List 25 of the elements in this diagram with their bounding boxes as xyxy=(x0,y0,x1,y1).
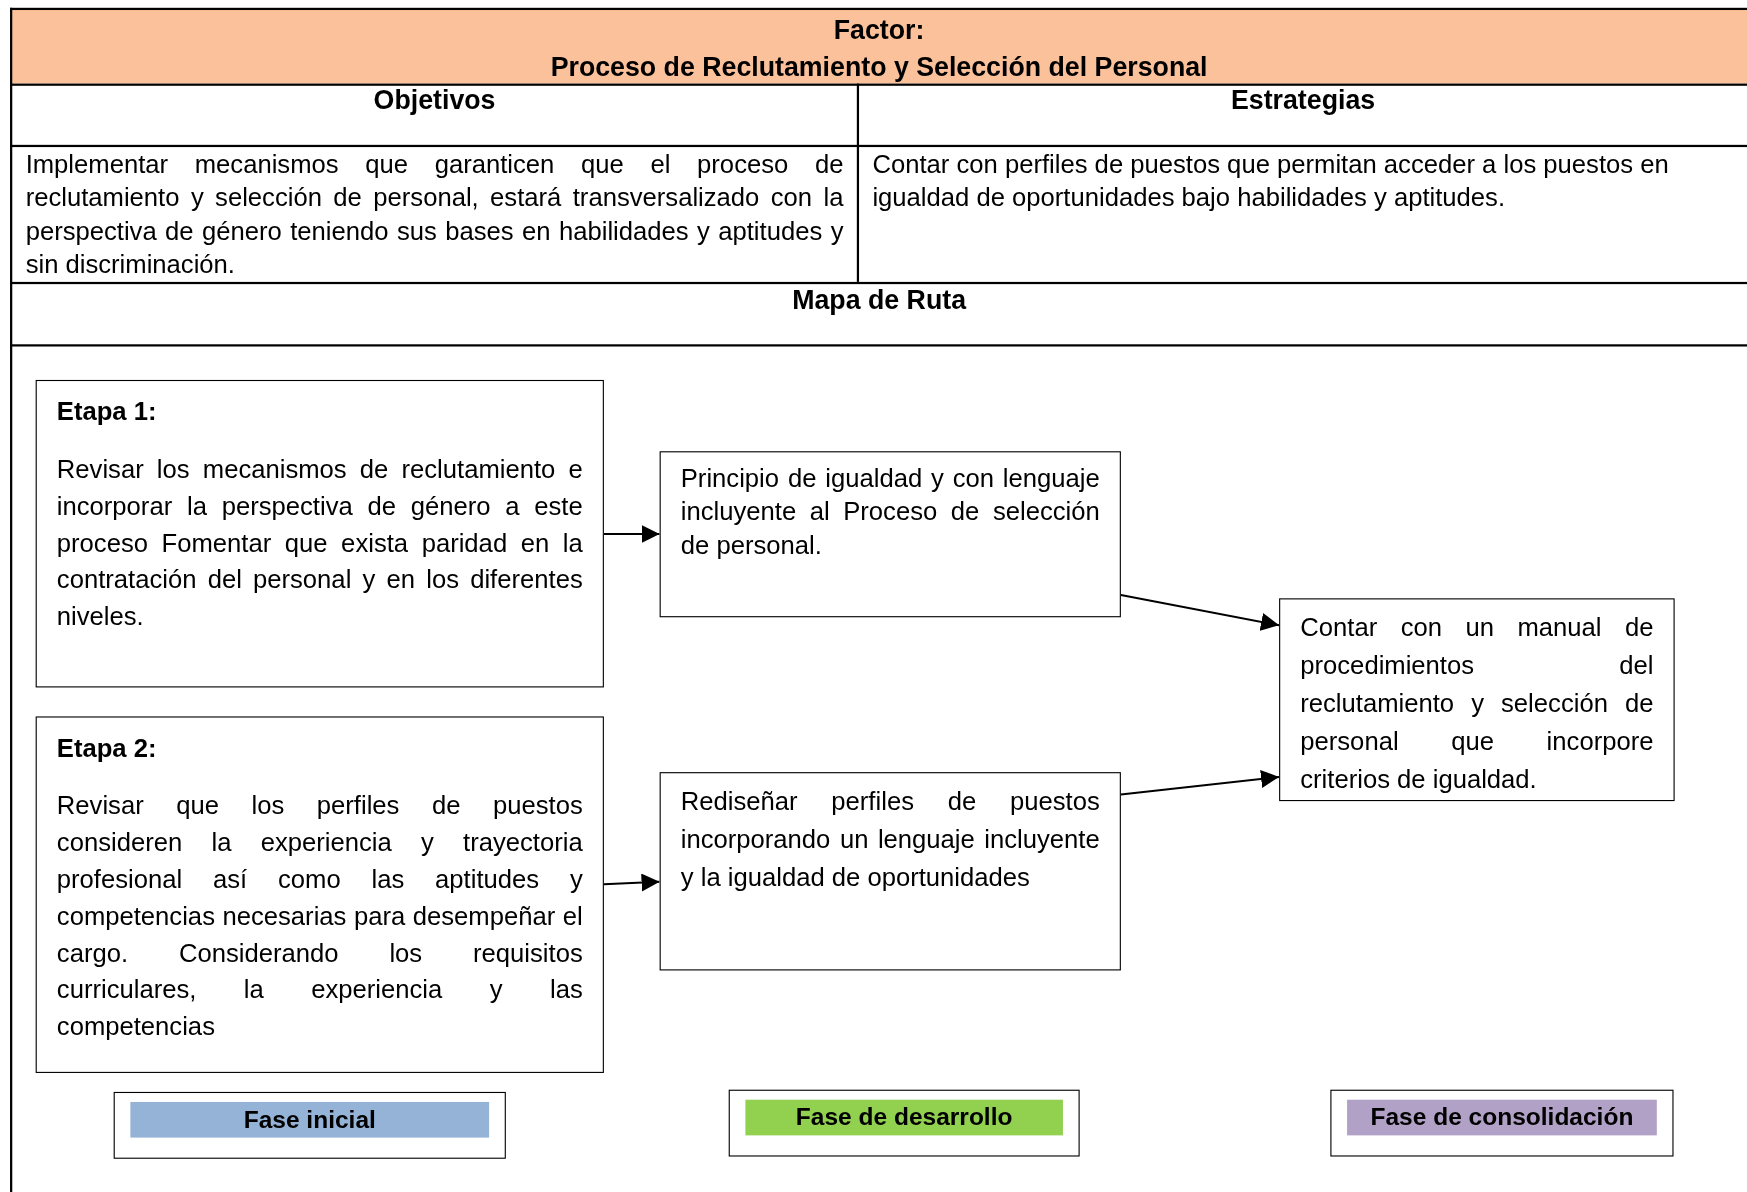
arrow xyxy=(603,873,660,892)
box-heading: Etapa 2: xyxy=(56,733,158,764)
legend-label: Fase inicial xyxy=(130,1101,490,1138)
process-box xyxy=(659,451,1121,618)
arrow xyxy=(603,524,660,543)
process-box xyxy=(35,379,604,688)
box-text: Revisar los mecanismos de reclutamiento e incorporar la perspectiva de género a este proceso Fomentar que exista paridad en la contratación del personal y en los diferentes niveles. xyxy=(56,453,583,633)
table-cell-text: Contar con perfiles de puestos que permitan acceder a los puestos en igualdad de oportunidades bajo habilidades y aptitudes. xyxy=(872,148,1670,214)
legend-label: Fase de consolidación xyxy=(1347,1099,1657,1136)
column-header: Objetivos xyxy=(372,84,497,116)
arrow xyxy=(1120,769,1280,796)
arrow xyxy=(1120,594,1280,631)
process-box xyxy=(1279,598,1675,802)
box-text: Contar con un manual de procedimientos del reclutamiento y selección de personal que incorpore criterios de igualdad. xyxy=(1300,611,1654,796)
title-heading: Factor: Proceso de Reclutamiento y Selección del Personal xyxy=(549,13,1209,84)
box-text: Revisar que los perfiles de puestos consideren la experiencia y trayectoria profesional así como las aptitudes y competencias necesarias para desempeñar el cargo. Considerando los requisitos curriculares, la experiencia y las competencias xyxy=(56,790,583,1043)
column-header: Estrategias xyxy=(1229,84,1377,116)
legend-label: Fase de desarrollo xyxy=(745,1099,1063,1136)
box-text: Principio de igualdad y con lenguaje incluyente al Proceso de selección de personal. xyxy=(680,462,1100,562)
process-box xyxy=(35,716,604,1073)
section-heading: Mapa de Ruta xyxy=(791,284,968,316)
box-heading: Etapa 1: xyxy=(56,396,158,427)
box-text: Rediseñar perfiles de puestos incorporando un lenguaje incluyente y la igualdad de oportunidades xyxy=(680,785,1100,894)
table-cell-text: Implementar mecanismos que garanticen que el proceso de reclutamiento y selección de personal, estará transversalizado con la perspectiva de género teniendo sus bases en habilidades y aptitudes y sin discriminación. xyxy=(25,148,844,281)
process-box xyxy=(659,772,1121,971)
